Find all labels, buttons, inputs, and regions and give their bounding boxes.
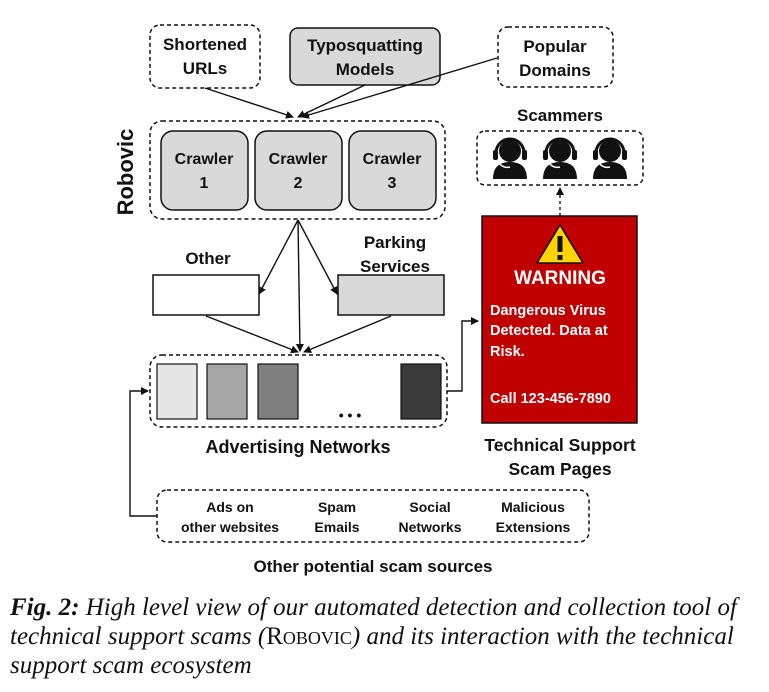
svg-text:Malicious: Malicious	[501, 499, 565, 515]
other-label: Other	[185, 249, 231, 268]
crawler-arrows	[205, 219, 392, 354]
ellipsis: • • •	[339, 407, 362, 423]
svg-text:Models: Models	[336, 60, 395, 79]
svg-text:Spam: Spam	[318, 499, 356, 515]
advertising-networks-container: • • •	[149, 354, 448, 428]
tss-label-line2: Scam Pages	[508, 459, 611, 479]
svg-text:1: 1	[200, 175, 209, 192]
svg-text:other websites: other websites	[181, 519, 279, 535]
figure-caption: Fig. 2: High level view of our automated…	[10, 593, 762, 680]
shortened-urls-box: Shortened URLs	[149, 24, 261, 89]
other-box	[152, 274, 260, 316]
parking-label-line2: Services	[360, 257, 430, 276]
svg-text:Social: Social	[409, 499, 450, 515]
svg-text:Typosquatting: Typosquatting	[307, 36, 423, 55]
svg-text:Shortened: Shortened	[163, 35, 247, 54]
scam-warning-page: WARNING Dangerous Virus Detected. Data a…	[481, 215, 638, 424]
svg-text:URLs: URLs	[183, 59, 227, 78]
ad-to-scam-arrow	[447, 317, 479, 392]
source-arrows	[204, 57, 498, 119]
robovic-label: Robovic	[113, 129, 138, 216]
parking-label-line1: Parking	[364, 233, 426, 252]
headset-person-icon	[493, 137, 527, 179]
warning-triangle-icon	[536, 224, 584, 264]
headset-person-icon	[593, 137, 627, 179]
caption-robovic: Robovic	[266, 623, 352, 650]
tss-label-line1: Technical Support	[484, 435, 636, 455]
other-sources-container: Ads on other websites Spam Emails Social…	[156, 489, 590, 543]
svg-text:2: 2	[294, 175, 303, 192]
advertising-networks-label: Advertising Networks	[205, 437, 390, 457]
caption-text-a: High level view of our automated detecti…	[10, 594, 737, 650]
warning-body-line: Dangerous Virus	[490, 303, 606, 319]
popular-domains-box: Popular Domains	[497, 26, 614, 88]
svg-text:Ads on: Ads on	[206, 499, 253, 515]
warning-body-line: Risk.	[490, 344, 525, 360]
scammers-label: Scammers	[517, 106, 603, 125]
ad-network-page	[400, 363, 442, 420]
crawler-2-box: Crawler 2	[254, 130, 343, 211]
ad-network-page	[206, 363, 248, 420]
svg-text:3: 3	[388, 175, 397, 192]
crawler-1-box: Crawler 1	[160, 130, 249, 211]
caption-text-b: ) and its interaction with the technical…	[10, 623, 734, 679]
svg-text:Crawler: Crawler	[269, 151, 328, 168]
other-sources-label: Other potential scam sources	[253, 557, 492, 576]
crawler-3-box: Crawler 3	[348, 130, 437, 211]
svg-text:Emails: Emails	[314, 519, 359, 535]
svg-text:Crawler: Crawler	[175, 151, 234, 168]
headset-person-icon	[543, 137, 577, 179]
parking-services-box	[337, 274, 445, 316]
warning-body-line: Detected. Data at	[490, 323, 608, 339]
typosquatting-models-box: Typosquatting Models	[289, 27, 441, 86]
svg-text:Networks: Networks	[398, 519, 461, 535]
svg-text:Extensions: Extensions	[496, 519, 571, 535]
other-sources-to-ads-arrow	[129, 387, 157, 517]
warning-title: WARNING	[514, 268, 606, 289]
ad-network-page	[156, 363, 198, 420]
svg-text:Popular: Popular	[523, 37, 587, 56]
figure-number: Fig. 2:	[10, 594, 80, 621]
svg-text:Domains: Domains	[519, 61, 591, 80]
svg-text:Crawler: Crawler	[363, 151, 422, 168]
ad-network-page	[257, 363, 299, 420]
warning-call-number: Call 123-456-7890	[490, 391, 611, 407]
